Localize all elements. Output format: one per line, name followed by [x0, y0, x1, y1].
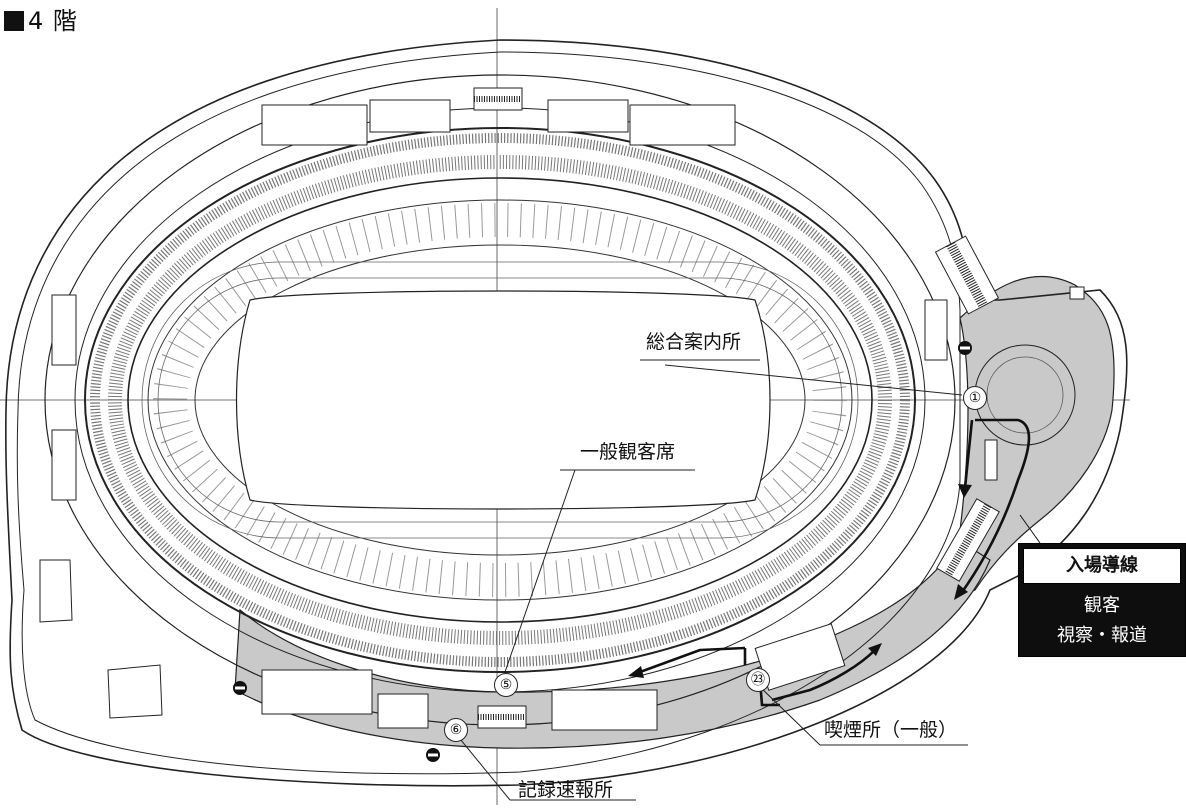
west-annex: [39, 559, 73, 623]
leader-smoking: [757, 684, 821, 746]
marker-record-office: ⑥: [444, 718, 468, 742]
entry-route-south: [771, 649, 876, 702]
floor-title: 4 階: [4, 6, 78, 36]
room-south-right: [551, 689, 658, 731]
legend-line-audience: 観客: [1084, 595, 1120, 616]
stair-block-north-right: [547, 99, 629, 133]
stair-block-south: [377, 693, 429, 729]
infield: [235, 290, 771, 510]
escalator-east-steps: [946, 241, 988, 309]
outer-shell-ring: [16, 51, 961, 775]
legend-line-press: 視察・報道: [1057, 625, 1147, 646]
marker-info-desk: ①: [963, 386, 987, 410]
leader-legend: [1019, 514, 1041, 544]
entry-route-down: [963, 419, 974, 489]
track-inner-edge: [194, 244, 806, 556]
no-entry-icon: [233, 681, 247, 695]
elevator-east: [984, 439, 998, 481]
stair-block-north-left: [369, 99, 451, 133]
track-lane-line: [157, 277, 843, 523]
marker-general-seats: ⑤: [494, 673, 518, 697]
no-entry-icon: [958, 341, 972, 355]
floor-title-text: 4 階: [28, 7, 78, 35]
entry-route-legend: 入場導線 観客 視察・報道: [1018, 543, 1186, 657]
label-general-seats: 一般観客席: [580, 441, 676, 463]
room-south-left: [261, 669, 373, 715]
entry-route-west: [639, 646, 747, 674]
room-north-left: [261, 104, 368, 146]
entry-route-arrowhead: [868, 643, 882, 656]
room-east-upper: [924, 299, 948, 361]
leader-general-seats: [504, 469, 576, 673]
label-general-info: 総合案内所: [646, 331, 742, 353]
square-bullet-icon: [4, 11, 24, 31]
room-north-right: [629, 104, 736, 146]
entry-route-arrowhead: [628, 666, 644, 678]
marker-smoking-area: ㉓: [746, 668, 770, 692]
track-outer-edge: [147, 199, 853, 601]
leader-record-office: [455, 733, 511, 801]
track-lane-divisions: [153, 203, 847, 597]
southwest-annex: [107, 664, 163, 719]
seating-band-outer: [90, 133, 910, 667]
kiosk-east: [1069, 286, 1085, 300]
outer-building-outline: [5, 39, 1128, 787]
entry-route-audience: [958, 418, 1031, 596]
no-entry-icon: [426, 748, 440, 762]
seating-bowl-inner: [127, 177, 873, 623]
legend-heading: 入場導線: [1023, 548, 1181, 584]
room-west-lower: [51, 429, 77, 501]
leader-info-desk: [664, 364, 963, 396]
entry-route-arrowhead: [954, 584, 968, 600]
plaza-circle-inner: [986, 356, 1064, 434]
label-smoking-area: 喫煙所（一般）: [824, 719, 958, 741]
seating-band-inner: [108, 155, 892, 645]
seating-bowl-outer: [84, 127, 916, 673]
escalator-southeast-steps: [944, 503, 992, 577]
entry-route-arrowhead: [958, 484, 972, 498]
room-west-upper: [51, 294, 77, 366]
label-record-office: 記録速報所: [518, 779, 614, 801]
track-lane-line: [141, 261, 859, 539]
